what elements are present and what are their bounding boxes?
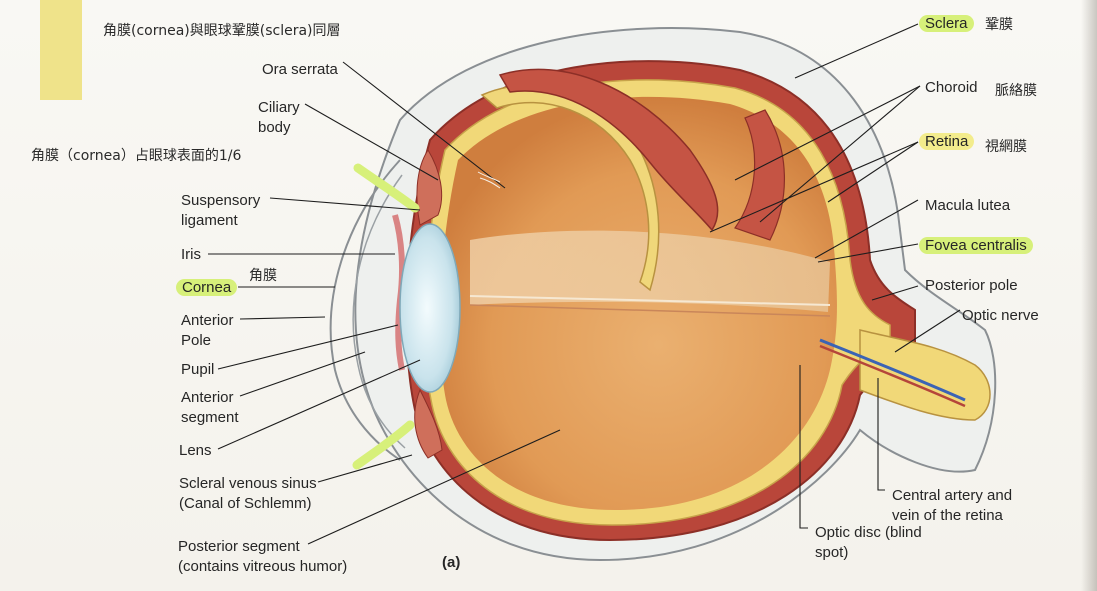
figure-tag: (a) xyxy=(442,554,461,571)
leader-scleral-sinus xyxy=(317,454,413,483)
leader-posterior-segment xyxy=(307,429,561,545)
ora-serrata-fibers xyxy=(477,171,501,189)
leader-posterior-pole xyxy=(871,285,919,301)
label-anterior-pole: Anterior Pole xyxy=(181,312,234,349)
label-canal-of-schlemm: (Canal of Schlemm) xyxy=(179,495,312,512)
ciliary-body xyxy=(416,149,443,226)
label-fovea-text: Fovea centralis xyxy=(919,237,1033,254)
cornea-inner xyxy=(352,174,406,449)
hyaloid-line-upper xyxy=(469,295,831,306)
label-optic-disc: Optic disc (blind spot) xyxy=(815,524,922,561)
leader-fovea xyxy=(817,243,919,263)
label-sclera: Sclera xyxy=(919,14,974,34)
vitreous-body xyxy=(439,96,837,510)
label-retina: Retina xyxy=(919,132,975,152)
label-choroid: Choroid xyxy=(925,79,978,96)
label-macula-lutea: Macula lutea xyxy=(925,197,1011,214)
ciliary-body-lower xyxy=(414,388,443,459)
label-ciliary-body: Ciliary body xyxy=(258,99,300,136)
label-posterior-pole: Posterior pole xyxy=(925,277,1018,294)
label-cornea: Cornea xyxy=(176,278,238,298)
label-ora-serrata: Ora serrata xyxy=(262,61,338,78)
label-posterior-segment: Posterior segment xyxy=(178,538,300,555)
label-fovea-centralis: Fovea centralis xyxy=(919,236,1033,256)
label-sclera-zh: 鞏膜 xyxy=(985,17,1013,33)
leader-central-artery xyxy=(877,378,885,491)
label-iris: Iris xyxy=(181,246,201,263)
leader-optic-nerve xyxy=(894,309,961,353)
leader-anterior-pole xyxy=(239,316,326,320)
side-note: 角膜（cornea）占眼球表面的1/6 xyxy=(31,148,242,164)
label-retina-text: Retina xyxy=(919,133,975,150)
label-scleral-venous-sinus: Scleral venous sinus xyxy=(179,475,317,492)
choroid-cut-right xyxy=(734,109,785,241)
leader-optic-disc xyxy=(799,365,808,529)
central-vessel-red xyxy=(819,344,966,408)
leader-suspensory xyxy=(269,197,421,211)
leader-lens xyxy=(217,359,421,450)
leader-sclera xyxy=(794,23,919,79)
leader-ciliary-body xyxy=(304,103,439,181)
highlight-mark-upper xyxy=(353,163,420,213)
leader-ora-serrata xyxy=(342,61,506,189)
leader-retina-2 xyxy=(827,141,919,203)
leader-anterior-segment xyxy=(239,351,366,397)
page-edge-shadow xyxy=(1081,0,1097,591)
choroid-flap xyxy=(498,68,719,232)
highlight-mark-lower xyxy=(352,420,415,470)
label-anterior-segment: Anterior segment xyxy=(181,389,239,426)
label-choroid-zh: 脈絡膜 xyxy=(995,83,1037,99)
label-vitreous-humor: (contains vitreous humor) xyxy=(178,558,348,575)
cornea-outline xyxy=(329,159,401,461)
label-cornea-zh: 角膜 xyxy=(249,268,277,284)
top-note: 角膜(cornea)與眼球鞏膜(sclera)同層 xyxy=(103,23,341,39)
label-suspensory-ligament: Suspensory ligament xyxy=(181,192,261,229)
central-vessel-blue xyxy=(819,338,966,402)
leader-macula xyxy=(814,199,919,259)
label-lens: Lens xyxy=(179,442,212,459)
leader-pupil xyxy=(217,324,399,370)
label-sclera-text: Sclera xyxy=(919,15,974,32)
yellow-page-tab xyxy=(40,0,82,100)
leader-retina-1 xyxy=(709,141,919,233)
label-retina-zh: 視網膜 xyxy=(985,139,1027,155)
label-central-artery-vein: Central artery and vein of the retina xyxy=(892,487,1013,524)
hyaloid-line-lower xyxy=(469,304,831,317)
label-cornea-text: Cornea xyxy=(176,279,238,296)
lens xyxy=(399,223,461,393)
label-pupil: Pupil xyxy=(181,361,215,378)
label-optic-nerve: Optic nerve xyxy=(962,307,1039,324)
leader-choroid-1 xyxy=(734,85,921,181)
